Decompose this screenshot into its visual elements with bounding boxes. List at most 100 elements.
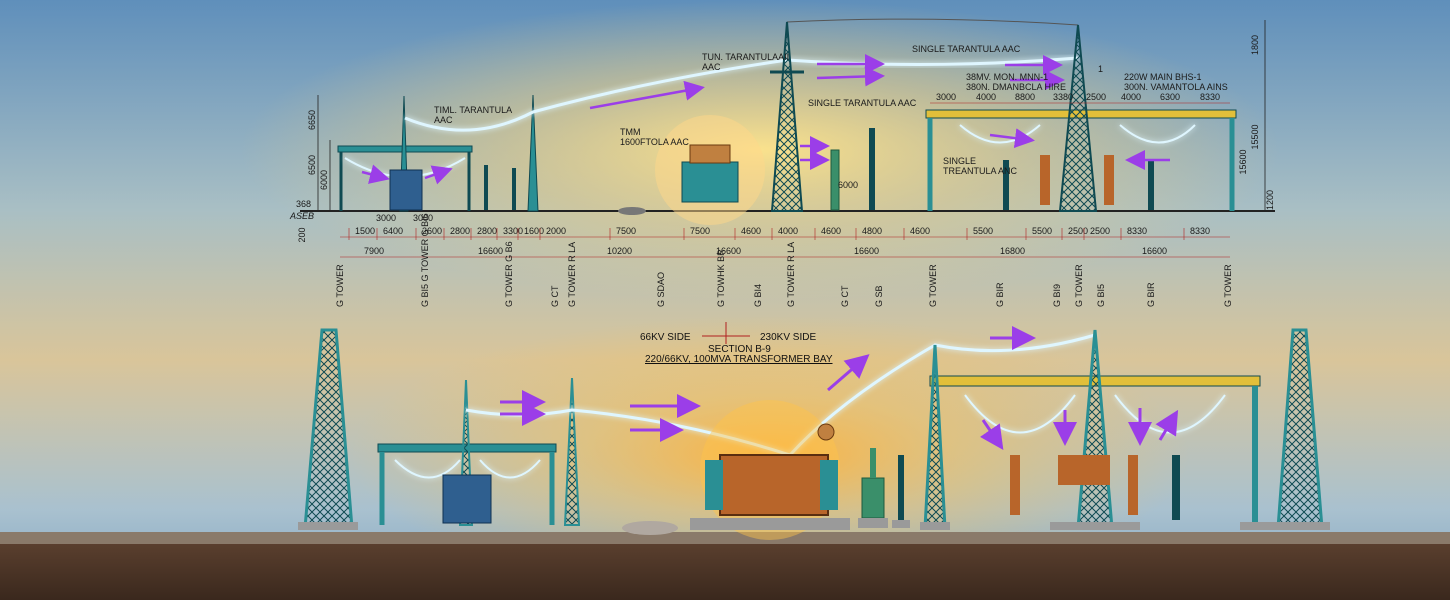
- top-cvt-block: [389, 169, 423, 211]
- equipment-label: G TOWER R LA: [786, 242, 796, 307]
- left-height-dims: 6650 6500 6000 368 ASEB 200: [289, 95, 331, 243]
- equipment-label: G BI5: [1096, 284, 1106, 307]
- dim-row2-value: 16600: [478, 246, 503, 256]
- label-tick: 1: [1098, 64, 1103, 74]
- dim-row1-value: 4600: [741, 226, 761, 236]
- equipment-label: G BI5 G TOWER G BI6: [420, 213, 430, 307]
- label-main-2: 300N. VAMANTOLA AINS: [1124, 82, 1228, 92]
- label-tmm-1: TMM: [620, 127, 641, 137]
- right-height-dims: 1800 15500 15600 1200: [1238, 20, 1275, 211]
- label-6000-low: 6000: [838, 180, 858, 190]
- top-flow-arrows: [361, 54, 1170, 185]
- dim-top-right-value: 6300: [1160, 92, 1180, 102]
- dim-3000-b: 3000: [413, 213, 433, 223]
- dim-row2-value: 16600: [1142, 246, 1167, 256]
- dim-6000: 6000: [319, 170, 329, 190]
- label-66kv-side: 66KV SIDE: [640, 332, 691, 343]
- bottom-tower-left: [298, 328, 358, 530]
- label-mon-1: 38MV. MON. MNN-1: [966, 72, 1048, 82]
- dim-row1-value: 5500: [1032, 226, 1052, 236]
- dim-6650: 6650: [307, 110, 317, 130]
- dim-row1-value: 8330: [1127, 226, 1147, 236]
- label-single-low-1: SINGLE: [943, 156, 976, 166]
- bottom-gravel: [622, 521, 678, 535]
- equipment-label: G CT: [840, 285, 850, 307]
- dim-row1-value: 1600: [524, 226, 544, 236]
- top-bushing-a: [484, 165, 488, 210]
- top-right-gantry: [925, 24, 1237, 212]
- bottom-right-gantry: [920, 329, 1270, 530]
- dim-200: 200: [297, 227, 307, 242]
- dim-row2-value: 10200: [607, 246, 632, 256]
- dim-row1-value: 2800: [450, 226, 470, 236]
- dim-368: 368: [296, 199, 311, 209]
- dim-row1-value: 2000: [546, 226, 566, 236]
- bottom-flow-arrows: [500, 326, 1179, 450]
- dim-row1-value: 1500: [355, 226, 375, 236]
- equipment-label: G TOWER: [335, 264, 345, 307]
- equipment-label: G SB: [874, 285, 884, 307]
- top-tower-2: [527, 94, 539, 212]
- label-230kv-side: 230KV SIDE: [760, 332, 816, 343]
- equipment-label: G TOWER G B6: [504, 241, 514, 307]
- equipment-label: G BIR: [1146, 282, 1156, 307]
- dim-1200: 1200: [1265, 190, 1275, 210]
- dim-row1-value: 3300: [503, 226, 523, 236]
- label-single-low-2: TREANTULA ANC: [943, 166, 1018, 176]
- dim-top-right-value: 8330: [1200, 92, 1220, 102]
- dim-row1-value: 4600: [910, 226, 930, 236]
- equipment-label: G CT: [550, 285, 560, 307]
- top-gravel: [618, 207, 646, 215]
- label-main-1: 220W MAIN BHS-1: [1124, 72, 1202, 82]
- equipment-label: G SDAO: [656, 272, 666, 307]
- bottom-illustration: [0, 326, 1450, 600]
- dim-top-right-value: 3000: [936, 92, 956, 102]
- dim-row1-value: 5500: [973, 226, 993, 236]
- dim-row1-value: 4600: [821, 226, 841, 236]
- label-timl-2: AAC: [434, 115, 453, 125]
- dim-row1-value: 8330: [1190, 226, 1210, 236]
- equipment-label: G TOWER: [1223, 264, 1233, 307]
- dim-row1-value: 2800: [477, 226, 497, 236]
- dim-row1-value: 7500: [616, 226, 636, 236]
- top-la: [869, 128, 875, 210]
- dim-top-right-value: 4000: [976, 92, 996, 102]
- label-mon-2: 380N. DMANBCLA HIRE: [966, 82, 1066, 92]
- dim-row1-value: 6400: [383, 226, 403, 236]
- dim-aseb: ASEB: [289, 211, 314, 221]
- bottom-soil: [0, 544, 1450, 600]
- dim-row1-value: 2500: [1068, 226, 1088, 236]
- top-conductor-left: [404, 58, 788, 132]
- bottom-ct: [858, 448, 888, 528]
- equipment-label: G BIR: [995, 282, 1005, 307]
- label-tun-1: TUN. TARANTULAAII: [702, 52, 789, 62]
- dim-top-right-value: 4000: [1121, 92, 1141, 102]
- dim-row1-value: 4000: [778, 226, 798, 236]
- dim-row2-value: 16600: [716, 246, 741, 256]
- dim-row2-value: 7900: [364, 246, 384, 256]
- label-single-mid: SINGLE TARANTULA AAC: [808, 98, 917, 108]
- top-ct: [830, 149, 840, 211]
- top-bushing-b: [512, 168, 516, 210]
- equipment-label: G TOWER: [1074, 264, 1084, 307]
- top-conductor-right: [786, 56, 1079, 67]
- dim-15500: 15500: [1250, 124, 1260, 149]
- top-transformer: [655, 115, 765, 225]
- bottom-la: [892, 455, 910, 528]
- equipment-label: G TOWHK BR: [716, 249, 726, 307]
- section-title-block: 66KV SIDE 230KV SIDE SECTION B-9 220/66K…: [640, 322, 833, 365]
- bottom-ground-strip: [0, 532, 1450, 544]
- dim-6500: 6500: [307, 155, 317, 175]
- top-earthwire: [786, 18, 1079, 26]
- dim-3000-a: 3000: [376, 213, 396, 223]
- dim-row2-value: 16600: [854, 246, 879, 256]
- dim-top-right-value: 8800: [1015, 92, 1035, 102]
- dim-1800: 1800: [1250, 35, 1260, 55]
- equipment-label: G TOWER R LA: [567, 242, 577, 307]
- bottom-transformer: [690, 400, 850, 540]
- dim-15600: 15600: [1238, 149, 1248, 174]
